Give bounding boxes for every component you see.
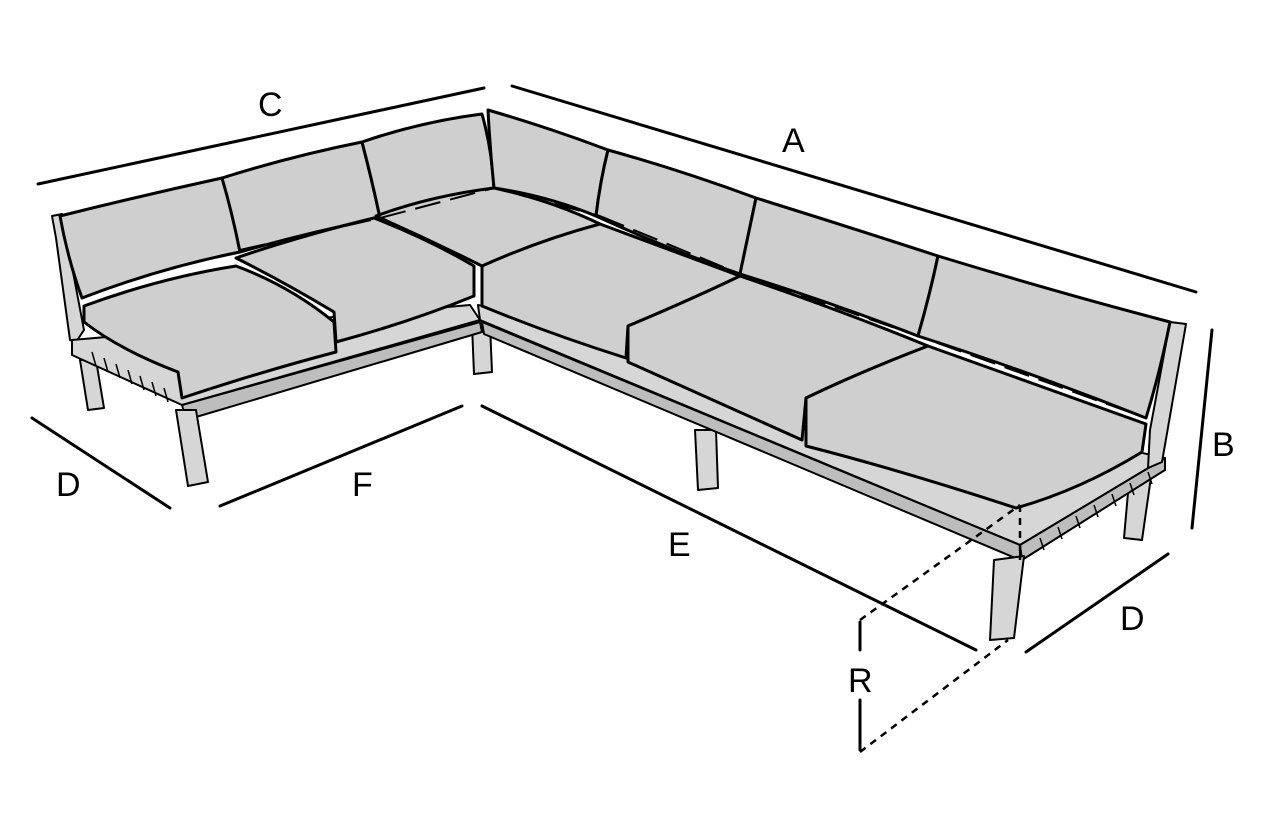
label-d-right: D xyxy=(1120,600,1145,638)
cushion-seam-left xyxy=(239,186,601,251)
dimension-line-c xyxy=(36,86,486,186)
label-e: E xyxy=(668,526,691,564)
right-arm-frame xyxy=(1147,321,1187,469)
dimension-line-d-right xyxy=(1024,552,1170,654)
leg-front-left xyxy=(175,409,209,487)
dimension-labels: C A B D F E D R xyxy=(56,86,1235,700)
dimension-line-f xyxy=(218,404,464,508)
label-r: R xyxy=(848,662,873,700)
label-b: B xyxy=(1212,426,1235,464)
dashed-footprint-guide xyxy=(859,503,1022,753)
dimension-line-b xyxy=(1190,328,1214,530)
dimension-line-a xyxy=(510,84,1198,294)
leg-mid xyxy=(694,429,719,491)
sofa-illustration xyxy=(51,108,1187,641)
seat-cushion-1 xyxy=(82,264,338,400)
label-f: F xyxy=(352,466,373,504)
dimension-lines xyxy=(30,84,1214,753)
label-d-left: D xyxy=(56,466,81,504)
leg-front-right xyxy=(989,555,1025,641)
right-base-end xyxy=(1019,457,1166,561)
right-end-slats xyxy=(1039,471,1153,551)
label-a: A xyxy=(782,122,805,160)
seat-cushion-5 xyxy=(804,344,1148,510)
dimension-line-e xyxy=(480,404,978,652)
dimension-line-d-left xyxy=(30,416,172,510)
label-c: C xyxy=(258,86,283,124)
cushion-seam-right xyxy=(599,215,1147,419)
left-end-slats xyxy=(91,351,169,403)
